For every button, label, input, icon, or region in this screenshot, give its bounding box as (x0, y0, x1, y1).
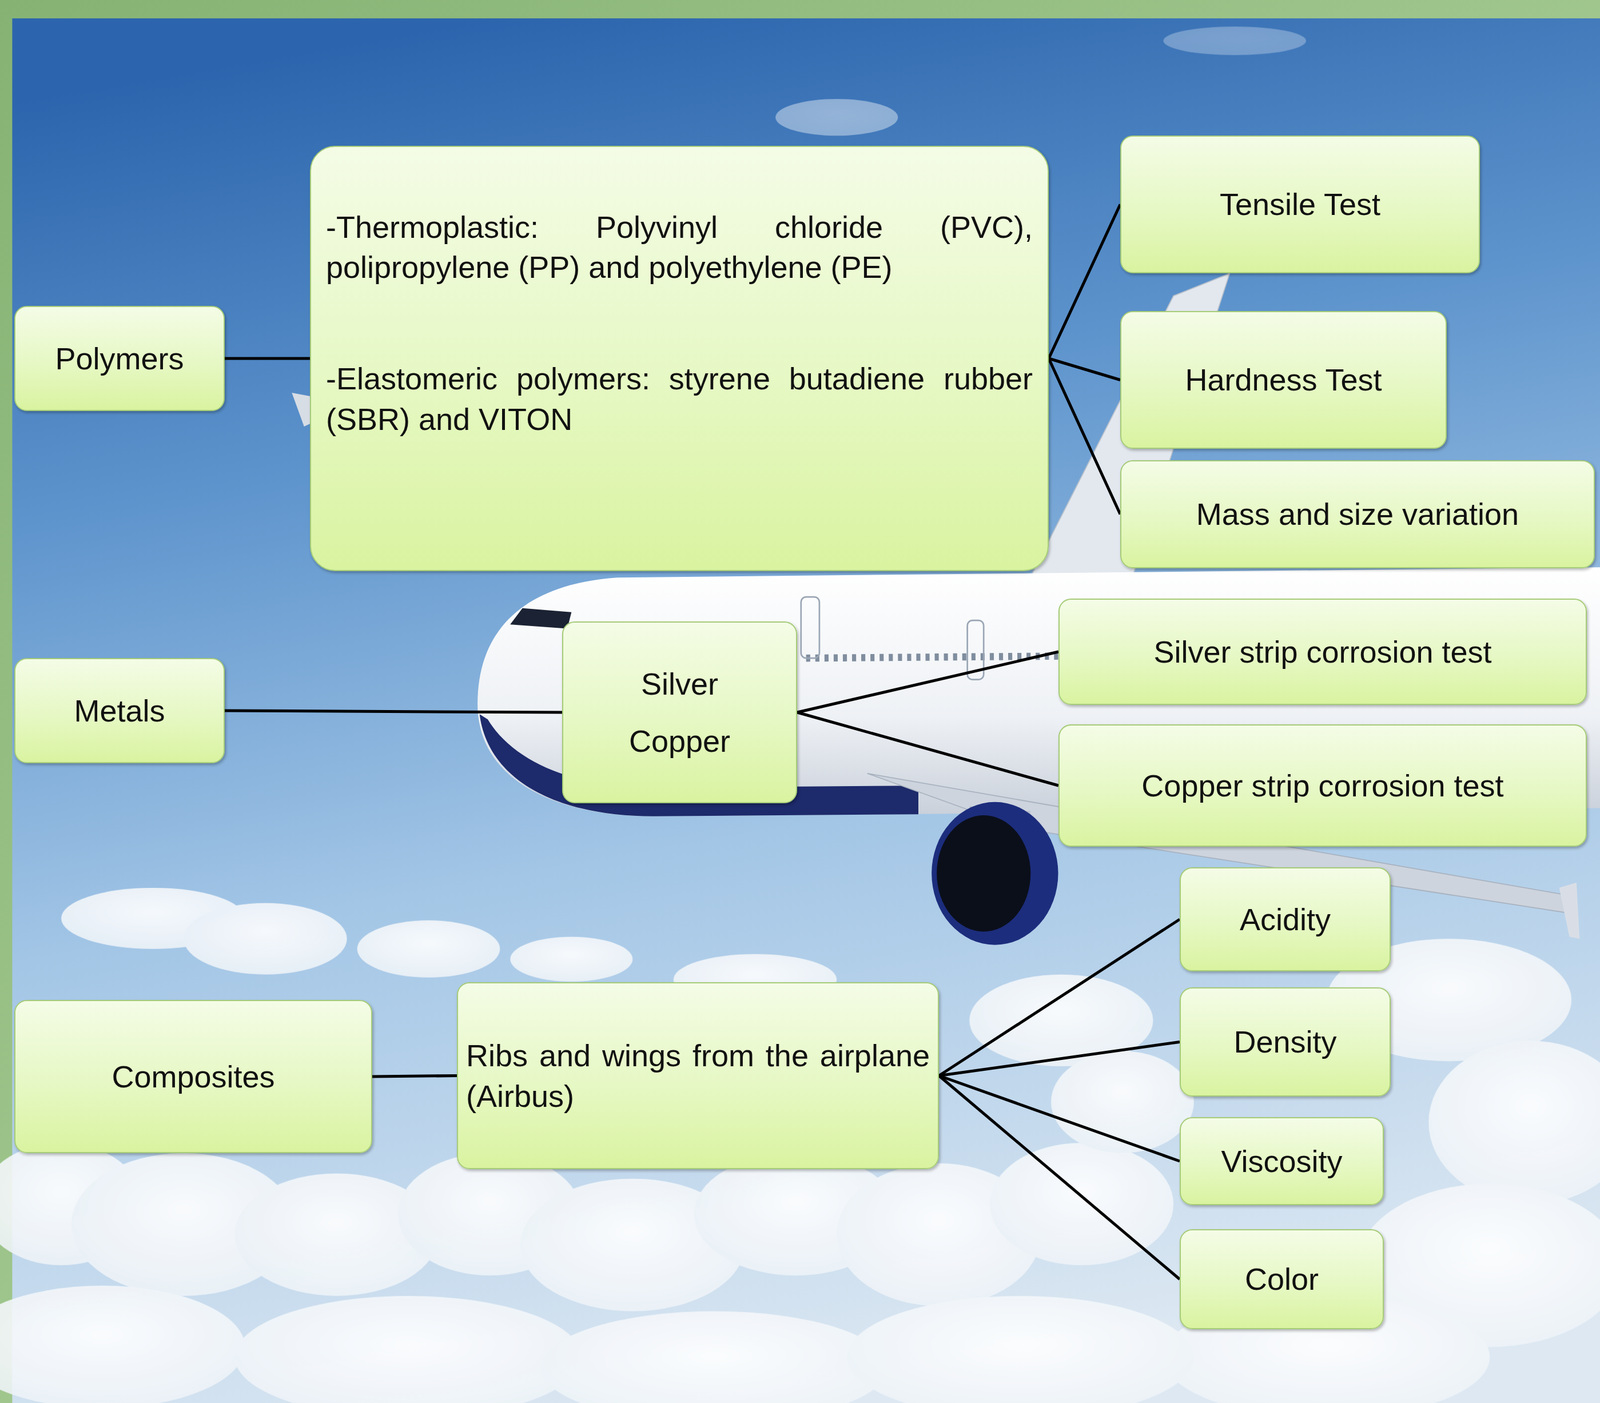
engine (931, 802, 1058, 946)
box-text: Silver (641, 663, 719, 704)
text-box: Copper strip corrosion test (1058, 724, 1587, 847)
box-text: Metals (73, 690, 165, 731)
text-box: Silver strip corrosion test (1058, 598, 1587, 706)
box-text: Acidity (1239, 899, 1331, 940)
box-text: Polymers (54, 338, 184, 379)
text-box: Metals (14, 658, 225, 764)
text-box: Color (1179, 1229, 1384, 1330)
sky (12, 18, 1600, 1403)
box-text: Copper strip corrosion test (1141, 765, 1504, 806)
box-text: -Thermoplastic: Polyvinyl chloride (PVC)… (325, 207, 1033, 288)
box-text: Composites (111, 1056, 275, 1097)
box-text: Tensile Test (1219, 184, 1381, 225)
connector-line (224, 710, 563, 713)
winglet (1559, 882, 1580, 939)
connector-line (224, 357, 310, 361)
cockpit-window (510, 608, 572, 630)
text-box: Hardness Test (1120, 311, 1447, 449)
text-box: Composites (14, 1000, 373, 1154)
box-text: Viscosity (1220, 1141, 1343, 1182)
fuselage (477, 567, 1600, 817)
text-box: Ribs and wings from the airplane (Airbus… (456, 982, 939, 1170)
text-box: Acidity (1179, 867, 1391, 972)
text-box: Density (1179, 987, 1391, 1097)
box-text: Silver strip corrosion test (1153, 631, 1492, 672)
connector-line (1048, 358, 1121, 381)
box-text: -Elastomeric polymers: styrene butadiene… (325, 358, 1033, 439)
window-row (806, 656, 1062, 659)
connector-line (938, 1042, 1180, 1077)
connector-line (1048, 358, 1121, 515)
text-box: Mass and size variation (1120, 460, 1595, 569)
box-text: Copper (629, 721, 731, 762)
connector-line (372, 1076, 457, 1078)
box-text: Hardness Test (1184, 359, 1382, 400)
connector-line (797, 651, 1059, 713)
text-box: Tensile Test (1120, 135, 1480, 274)
box-text: Color (1244, 1259, 1319, 1300)
clouds (0, 26, 1600, 1403)
text-box: -Thermoplastic: Polyvinyl chloride (PVC)… (309, 145, 1049, 572)
box-text: Ribs and wings from the airplane (Airbus… (466, 1035, 930, 1116)
connector-line (1048, 204, 1121, 360)
text-box: SilverCopper (562, 621, 798, 804)
connector-line (938, 1076, 1180, 1280)
text-box: Polymers (14, 305, 225, 412)
connector-line (938, 919, 1180, 1077)
connector-line (938, 1076, 1180, 1162)
text-box: Viscosity (1179, 1117, 1384, 1206)
engine-inlet (936, 815, 1031, 932)
box-text: Density (1233, 1021, 1337, 1062)
box-text: Mass and size variation (1196, 494, 1519, 535)
airplane (291, 273, 1600, 945)
door (801, 596, 820, 659)
connector-line (797, 712, 1059, 786)
